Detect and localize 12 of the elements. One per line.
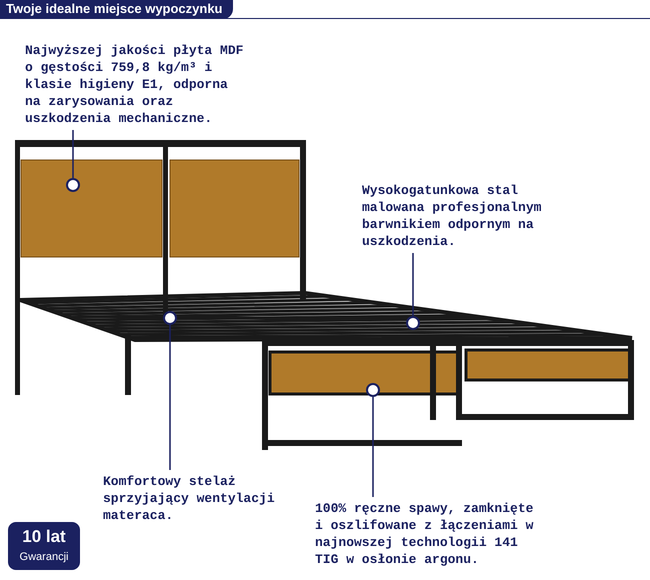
leader-line (372, 397, 374, 497)
leader-line (72, 130, 74, 178)
leader-line (412, 253, 414, 316)
warranty-years: 10 lat (22, 527, 66, 547)
feature-text: Najwyższej jakości płyta MDF o gęstości 759,8 kg/m³ i klasie higieny E1, odporna na zarysowania oraz uszkodzenia mechaniczne. (25, 42, 250, 127)
warranty-badge (8, 522, 80, 570)
warranty-label: Gwarancji (20, 551, 68, 563)
feature-text: Komfortowy stelaż sprzyjający wentylacji materaca. (103, 473, 298, 524)
header-banner: Twoje idealne miejsce wypoczynku (0, 0, 232, 19)
feature-text: Wysokogatunkowa stal malowana profesjonalnym barwnikiem odpornym na uszkodzenia. (362, 182, 547, 250)
leader-line (169, 325, 171, 470)
feature-text: 100% ręczne spawy, zamknięte i oszlifowane z łączeniami w najnowszej technologii 141 TIG w osłonie argonu. (315, 500, 540, 568)
